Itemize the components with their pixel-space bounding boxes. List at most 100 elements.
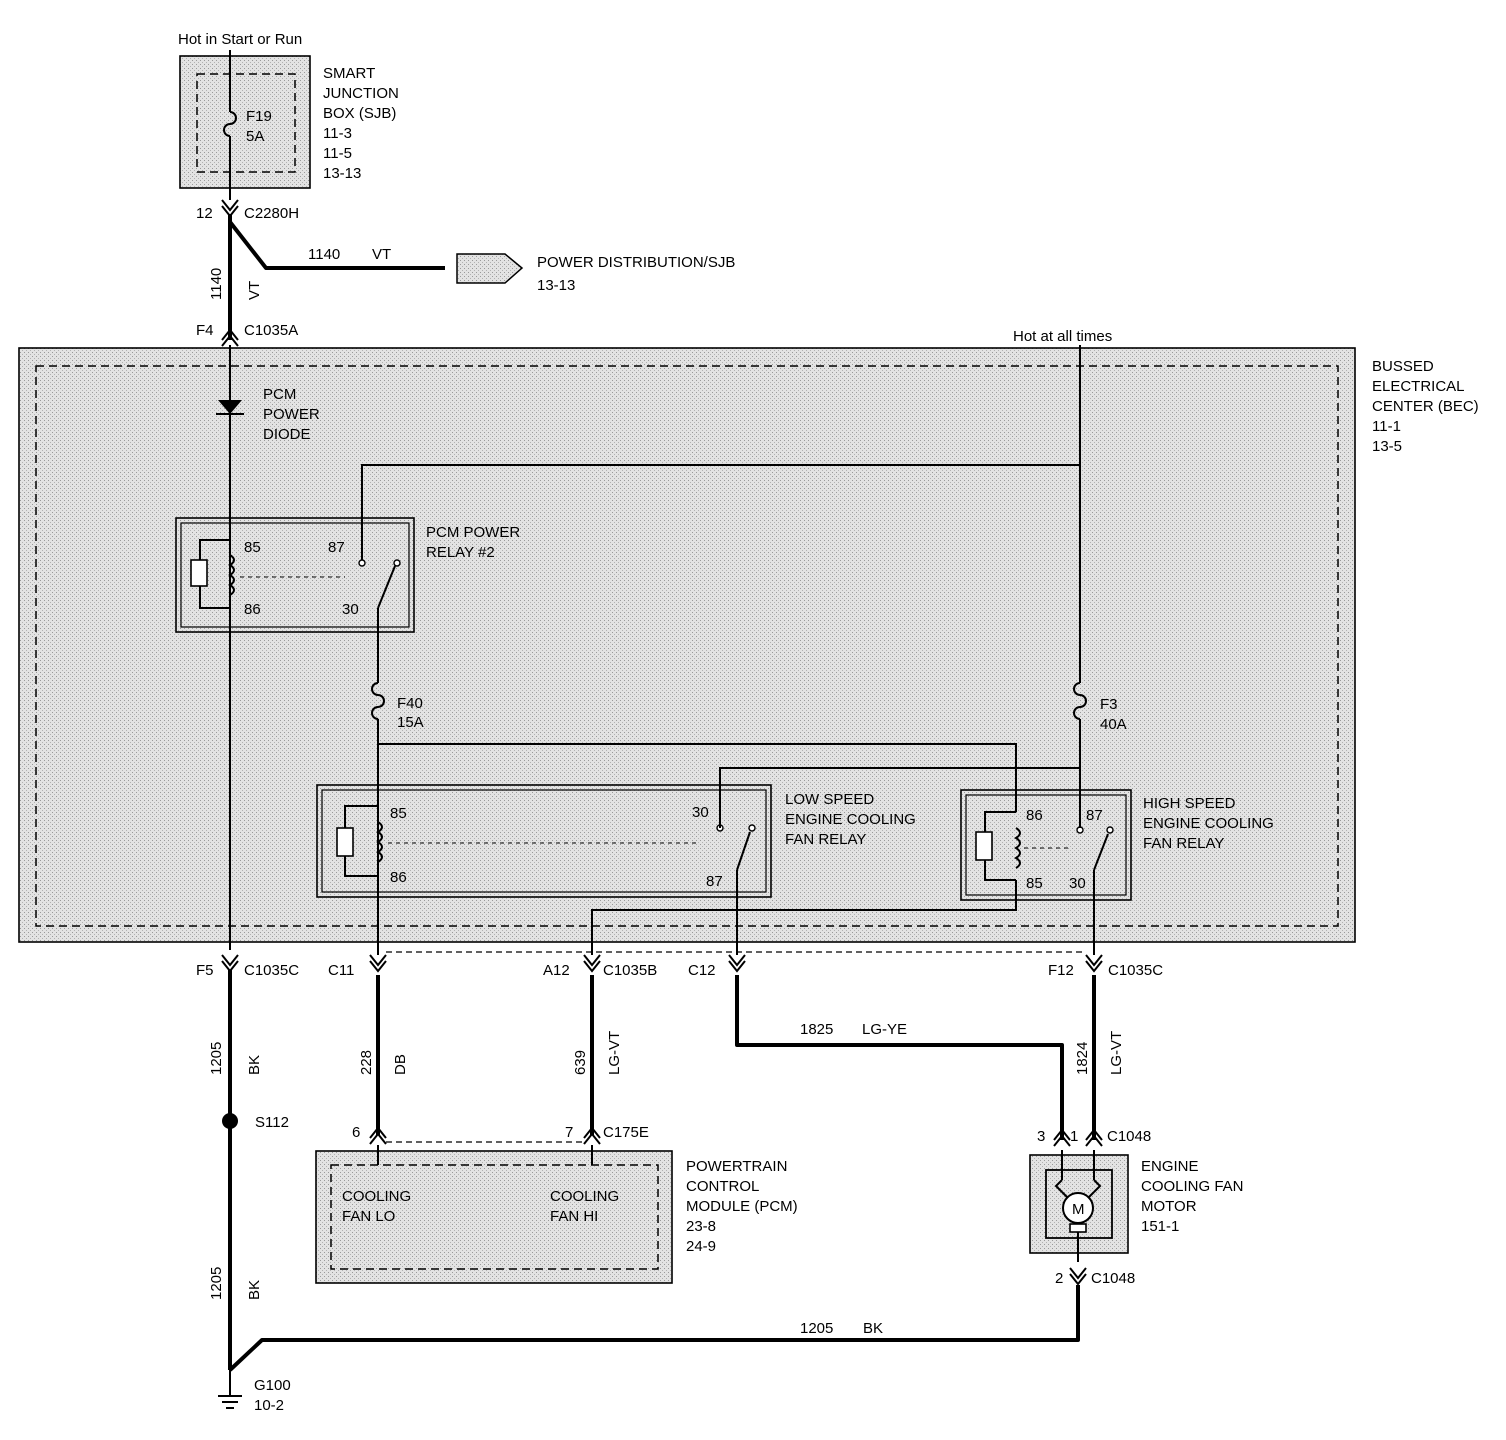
- fuse-labels: F19 5A F40 15A F3 40A: [246, 108, 1127, 733]
- high-relay-label-1: HIGH SPEED: [1143, 795, 1236, 812]
- c1048-top-pin-3: 3: [1037, 1128, 1045, 1145]
- external-wiring: [228, 214, 1096, 1396]
- c1035c-left-pin: F5: [196, 962, 214, 979]
- diode-label-2: POWER: [263, 406, 320, 423]
- fuse-f19-label: F19: [246, 108, 272, 125]
- w639-color: LG-VT: [606, 1031, 623, 1075]
- sjb-label-2: JUNCTION: [323, 85, 399, 102]
- low-relay-pin-85: 85: [390, 805, 407, 822]
- fan-motor-symbol: [1054, 1150, 1102, 1262]
- w1140-branch-circuit: 1140: [308, 246, 340, 263]
- ground-ref: 10-2: [254, 1397, 284, 1414]
- w1140-branch-color: VT: [372, 246, 391, 263]
- w228-circuit: 228: [358, 1050, 375, 1075]
- c1035c-right-pin: F12: [1048, 962, 1074, 979]
- pcm-label-2: CONTROL: [686, 1178, 759, 1195]
- ground-symbol: [218, 1395, 242, 1409]
- fuse-f40-rating: 15A: [397, 714, 424, 731]
- c175e-id: C175E: [603, 1124, 649, 1141]
- c1035a-pin: F4: [196, 322, 214, 339]
- high-relay-pin-87: 87: [1086, 807, 1103, 824]
- w1140-vertical-circuit: 1140: [208, 268, 225, 300]
- ground-labels: G100 10-2: [254, 1377, 291, 1414]
- high-relay-pin-30: 30: [1069, 875, 1086, 892]
- relay-pin-labels: 85 87 86 30 85 30 86 87 86 87 85 30: [244, 539, 1103, 892]
- high-relay-label-3: FAN RELAY: [1143, 835, 1224, 852]
- splice-label: S112: [255, 1114, 289, 1131]
- pcm-relay-pin-86: 86: [244, 601, 261, 618]
- w1825-circuit: 1825: [800, 1021, 833, 1038]
- smart-junction-box: [179, 55, 311, 189]
- low-speed-fan-relay: [316, 784, 772, 898]
- internal-bec-wiring: [223, 50, 1095, 1165]
- connector-labels: 12 C2280H F4 C1035A F5 C1035C C11 A12 C1…: [196, 205, 1163, 1287]
- ground-id: G100: [254, 1377, 291, 1394]
- bussed-electrical-center: [18, 347, 1356, 943]
- pcm-power-diode: [216, 400, 244, 415]
- bec-label-3: CENTER (BEC): [1372, 398, 1479, 415]
- c1035b-id: C1035B: [603, 962, 657, 979]
- splice-s112: [222, 1113, 238, 1129]
- pcm-label-4: 23-8: [686, 1218, 716, 1235]
- power-distribution-flag: [456, 253, 524, 284]
- module-labels: SMART JUNCTION BOX (SJB) 11-3 11-5 13-13…: [323, 65, 1479, 1255]
- fuse-f3-rating: 40A: [1100, 716, 1127, 733]
- pcm-label-1: POWERTRAIN: [686, 1158, 787, 1175]
- pcm-pin-fan-lo-1: COOLING: [342, 1188, 411, 1205]
- pcm-label-3: MODULE (PCM): [686, 1198, 798, 1215]
- w1140-vertical-color: VT: [246, 281, 263, 300]
- fuse-f40-label: F40: [397, 695, 423, 712]
- motor-m-symbol: M: [1072, 1201, 1085, 1218]
- fan-motor-label-1: ENGINE: [1141, 1158, 1199, 1175]
- w228-color: DB: [392, 1054, 409, 1075]
- pcm-pin-fan-hi-2: FAN HI: [550, 1208, 598, 1225]
- high-relay-pin-85: 85: [1026, 875, 1043, 892]
- w1205-bottom-circuit: 1205: [800, 1320, 833, 1337]
- c1048-top-pin-1: 1: [1070, 1128, 1078, 1145]
- w1205-lower-circuit: 1205: [208, 1267, 225, 1300]
- connector-marks: [221, 199, 1103, 1286]
- sjb-label-3: BOX (SJB): [323, 105, 396, 122]
- pcm-relay-label-2: RELAY #2: [426, 544, 495, 561]
- pcm-relay-label-1: PCM POWER: [426, 524, 520, 541]
- w1205-bottom-color: BK: [863, 1320, 883, 1337]
- sjb-label-5: 11-5: [323, 145, 352, 162]
- c1035b-pin: A12: [543, 962, 570, 979]
- pcm-relay-pin-30: 30: [342, 601, 359, 618]
- low-relay-label-2: ENGINE COOLING: [785, 811, 916, 828]
- pcm-relay-pin-87: 87: [328, 539, 345, 556]
- bec-label-1: BUSSED: [1372, 358, 1434, 375]
- pcm-pin-fan-lo-2: FAN LO: [342, 1208, 395, 1225]
- hot-start-run-label: Hot in Start or Run: [178, 31, 302, 48]
- c175e-pin-7: 7: [565, 1124, 573, 1141]
- wire-labels: 1140 VT 1140 VT 1205 BK S112 1205 BK 228…: [208, 246, 1125, 1337]
- component-labels: PCM POWER DIODE PCM POWER RELAY #2 LOW S…: [263, 386, 1274, 1225]
- sjb-label-4: 11-3: [323, 125, 352, 142]
- w1205-lower-color: BK: [246, 1280, 263, 1300]
- c2280h-pin: 12: [196, 205, 213, 222]
- high-relay-pin-86: 86: [1026, 807, 1043, 824]
- bec-label-5: 13-5: [1372, 438, 1402, 455]
- bec-label-4: 11-1: [1372, 418, 1401, 435]
- sjb-label-6: 13-13: [323, 165, 361, 182]
- c12-label: C12: [688, 962, 716, 979]
- c2280h-id: C2280H: [244, 205, 299, 222]
- diode-label-1: PCM: [263, 386, 296, 403]
- feed-labels: Hot in Start or Run Hot at all times: [178, 31, 1112, 345]
- c1048-bottom-pin: 2: [1055, 1270, 1063, 1287]
- low-relay-label-1: LOW SPEED: [785, 791, 874, 808]
- c1035c-right-id: C1035C: [1108, 962, 1163, 979]
- high-speed-fan-relay: [960, 789, 1132, 901]
- c1048-top-id: C1048: [1107, 1128, 1151, 1145]
- high-relay-label-2: ENGINE COOLING: [1143, 815, 1274, 832]
- power-dist-label-1: POWER DISTRIBUTION/SJB: [537, 254, 735, 271]
- sjb-label-1: SMART: [323, 65, 375, 82]
- pcm-relay-pin-85: 85: [244, 539, 261, 556]
- low-relay-label-3: FAN RELAY: [785, 831, 866, 848]
- pcm-module-box: [315, 1150, 673, 1284]
- w1825-color: LG-YE: [862, 1021, 907, 1038]
- pcm-label-5: 24-9: [686, 1238, 716, 1255]
- fan-motor-label-2: COOLING FAN: [1141, 1178, 1244, 1195]
- low-relay-pin-87: 87: [706, 873, 723, 890]
